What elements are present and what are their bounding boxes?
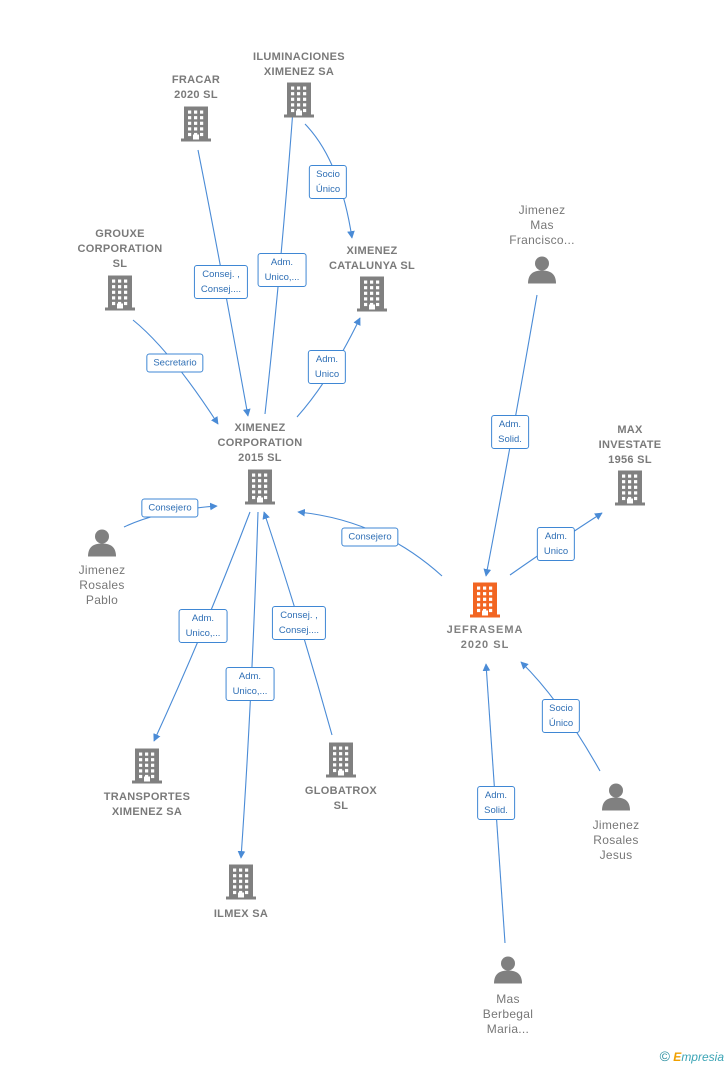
building-icon-globatrox[interactable] (325, 742, 357, 783)
node-label-jimenez_pablo[interactable]: Jimenez Rosales Pablo (78, 563, 126, 607)
edge-label-jimenez_pablo-to-ximenez_corp[interactable]: Consejero (141, 498, 199, 518)
node-label-ximenez_catalunya[interactable]: XIMENEZ CATALUNYA SL (328, 245, 416, 272)
edge-label-ximenez_corp-to-transportes[interactable]: Adm. Unico,... (178, 609, 228, 643)
node-label-jimenez_mas[interactable]: Jimenez Mas Francisco... (509, 203, 575, 247)
building-icon-fracar[interactable] (180, 106, 212, 147)
person-icon-jimenez_jesus[interactable] (601, 782, 631, 817)
edge-label-jimenez_mas-to-jefrasema[interactable]: Adm. Solid. (491, 415, 529, 449)
node-label-max_investate[interactable]: MAX INVESTATE 1956 SL (598, 424, 662, 466)
node-label-iluminaciones[interactable]: ILUMINACIONES XIMENEZ SA (253, 51, 345, 78)
edge-label-ximenez_corp-to-iluminaciones[interactable]: Adm. Unico,... (257, 253, 307, 287)
copyright-symbol: © (659, 1048, 670, 1064)
edge-label-iluminaciones-to-ximenez_catalunya[interactable]: Socio Único (308, 165, 348, 199)
node-label-globatrox[interactable]: GLOBATROX SL (304, 785, 378, 812)
node-label-fracar[interactable]: FRACAR 2020 SL (171, 74, 221, 101)
building-icon-iluminaciones[interactable] (283, 82, 315, 123)
node-label-grouxe[interactable]: GROUXE CORPORATION SL (77, 228, 163, 270)
edge-label-fracar-to-ximenez_corp[interactable]: Consej. , Consej.... (193, 265, 249, 299)
building-icon-max_investate[interactable] (614, 470, 646, 511)
building-icon-jefrasema[interactable] (469, 582, 501, 623)
node-label-ximenez_corp[interactable]: XIMENEZ CORPORATION 2015 SL (217, 422, 303, 464)
node-label-jimenez_jesus[interactable]: Jimenez Rosales Jesus (592, 818, 640, 862)
node-label-transportes[interactable]: TRANSPORTES XIMENEZ SA (103, 791, 191, 818)
building-icon-ilmex[interactable] (225, 864, 257, 905)
edge-label-grouxe-to-ximenez_corp[interactable]: Secretario (146, 353, 204, 373)
edge-label-ximenez_corp-to-ilmex[interactable]: Adm. Unico,... (225, 667, 275, 701)
person-icon-jimenez_mas[interactable] (527, 255, 557, 290)
edge-label-mas_berbegal-to-jefrasema[interactable]: Adm. Solid. (477, 786, 515, 820)
brand-name: mpresia (681, 1050, 724, 1064)
node-label-ilmex[interactable]: ILMEX SA (213, 908, 269, 920)
node-label-jefrasema[interactable]: JEFRASEMA 2020 SL (446, 624, 524, 651)
edge-label-jefrasema-to-max_investate[interactable]: Adm. Unico (536, 527, 576, 561)
building-icon-transportes[interactable] (131, 748, 163, 789)
edge-label-jefrasema-to-ximenez_corp[interactable]: Consejero (341, 527, 399, 547)
building-icon-ximenez_catalunya[interactable] (356, 276, 388, 317)
node-label-mas_berbegal[interactable]: Mas Berbegal Maria... (482, 992, 534, 1036)
person-icon-jimenez_pablo[interactable] (87, 528, 117, 563)
brand-logo-letter: E (673, 1050, 682, 1064)
edge-label-globatrox-to-ximenez_corp[interactable]: Consej. , Consej.... (271, 606, 327, 640)
brand-watermark: © Empresia (660, 1048, 724, 1064)
person-icon-mas_berbegal[interactable] (493, 955, 523, 990)
edge-label-ximenez_corp-to-ximenez_catalunya[interactable]: Adm. Unico (307, 350, 347, 384)
building-icon-grouxe[interactable] (104, 275, 136, 316)
building-icon-ximenez_corp[interactable] (244, 469, 276, 510)
edge-label-jimenez_jesus-to-jefrasema[interactable]: Socio Único (541, 699, 581, 733)
